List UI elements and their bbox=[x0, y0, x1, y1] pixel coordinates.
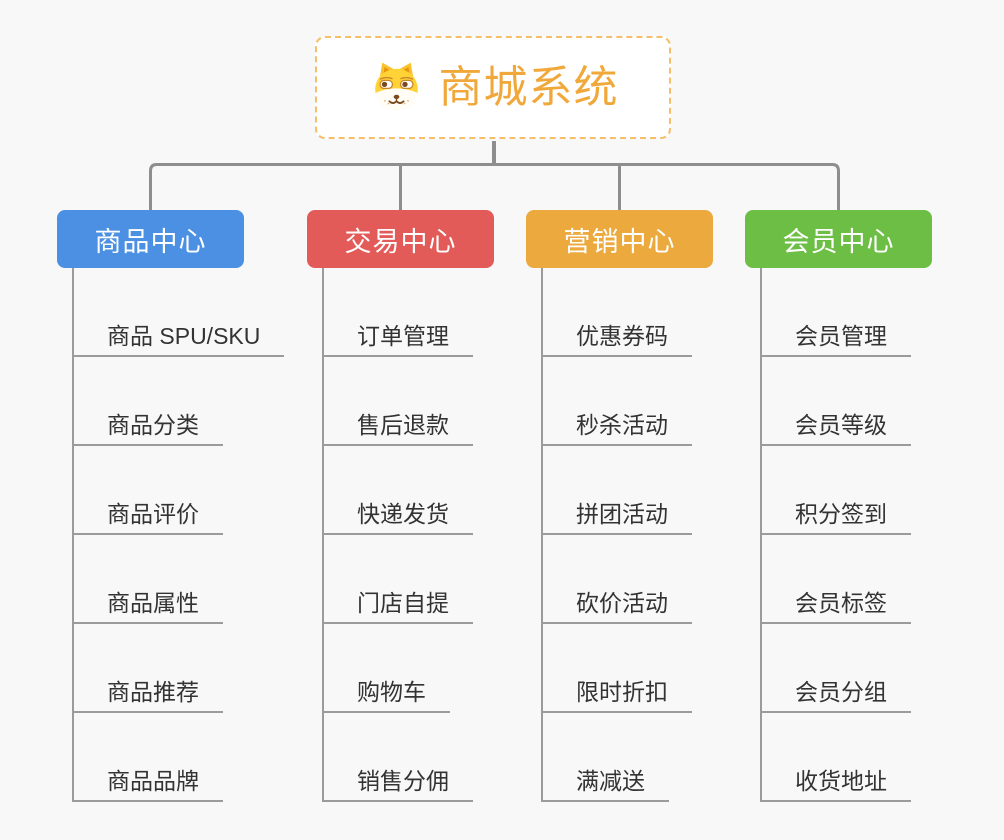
item-slot: 收货地址 bbox=[760, 713, 932, 802]
sub-item-node[interactable]: 会员等级 bbox=[760, 412, 911, 446]
sub-item-node[interactable]: 会员标签 bbox=[760, 590, 911, 624]
item-slot: 销售分佣 bbox=[322, 713, 494, 802]
item-slot: 满减送 bbox=[541, 713, 713, 802]
sub-item-node[interactable]: 商品分类 bbox=[72, 412, 223, 446]
sub-item-node[interactable]: 商品属性 bbox=[72, 590, 223, 624]
item-slot: 商品分类 bbox=[72, 357, 244, 446]
sub-item-node[interactable]: 商品评价 bbox=[72, 501, 223, 535]
sub-item-node[interactable]: 售后退款 bbox=[322, 412, 473, 446]
branch-column: 商品中心商品 SPU/SKU 商品分类商品评价商品属性商品推荐商品品牌 bbox=[57, 210, 285, 802]
item-slot: 会员等级 bbox=[760, 357, 932, 446]
item-slot: 会员标签 bbox=[760, 535, 932, 624]
item-slot: 积分签到 bbox=[760, 446, 932, 535]
item-slot: 会员管理 bbox=[760, 268, 932, 357]
item-slot: 门店自提 bbox=[322, 535, 494, 624]
branch-node[interactable]: 会员中心 bbox=[745, 210, 932, 268]
branch-label: 会员中心 bbox=[782, 226, 895, 257]
branch-label: 商品中心 bbox=[94, 226, 207, 257]
sub-item-node[interactable]: 销售分佣 bbox=[322, 768, 473, 802]
root-node[interactable]: 商城系统 bbox=[315, 36, 671, 139]
item-slot: 售后退款 bbox=[322, 357, 494, 446]
dog-icon bbox=[368, 59, 425, 116]
branch-items: 会员管理会员等级积分签到会员标签会员分组收货地址 bbox=[760, 268, 932, 802]
root-title: 商城系统 bbox=[438, 62, 619, 112]
branch-column: 营销中心优惠券码秒杀活动拼团活动砍价活动限时折扣满减送 bbox=[526, 210, 713, 802]
item-slot: 商品 SPU/SKU bbox=[72, 268, 285, 357]
sub-item-node[interactable]: 秒杀活动 bbox=[541, 412, 692, 446]
item-slot: 订单管理 bbox=[322, 268, 494, 357]
sub-item-node[interactable]: 优惠券码 bbox=[541, 323, 692, 357]
sub-item-node[interactable]: 商品推荐 bbox=[72, 679, 223, 713]
branch-column: 交易中心订单管理售后退款快递发货门店自提购物车销售分佣 bbox=[307, 210, 494, 802]
sub-item-node[interactable]: 满减送 bbox=[541, 768, 669, 802]
item-slot: 秒杀活动 bbox=[541, 357, 713, 446]
branch-items: 商品 SPU/SKU 商品分类商品评价商品属性商品推荐商品品牌 bbox=[72, 268, 285, 802]
branch-label: 交易中心 bbox=[344, 226, 457, 257]
item-slot: 拼团活动 bbox=[541, 446, 713, 535]
sub-item-node[interactable]: 商品品牌 bbox=[72, 768, 223, 802]
sub-item-node[interactable]: 会员分组 bbox=[760, 679, 911, 713]
item-slot: 购物车 bbox=[322, 624, 494, 713]
sub-item-node[interactable]: 砍价活动 bbox=[541, 590, 692, 624]
item-slot: 砍价活动 bbox=[541, 535, 713, 624]
sub-item-node[interactable]: 商品 SPU/SKU bbox=[72, 323, 285, 357]
sub-item-node[interactable]: 门店自提 bbox=[322, 590, 473, 624]
branch-node[interactable]: 商品中心 bbox=[57, 210, 244, 268]
sub-item-node[interactable]: 购物车 bbox=[322, 679, 450, 713]
branch-items: 订单管理售后退款快递发货门店自提购物车销售分佣 bbox=[322, 268, 494, 802]
branch-items: 优惠券码秒杀活动拼团活动砍价活动限时折扣满减送 bbox=[541, 268, 713, 802]
item-slot: 优惠券码 bbox=[541, 268, 713, 357]
sub-item-node[interactable]: 限时折扣 bbox=[541, 679, 692, 713]
branch-node[interactable]: 营销中心 bbox=[526, 210, 713, 268]
sub-item-node[interactable]: 会员管理 bbox=[760, 323, 911, 357]
sub-item-node[interactable]: 订单管理 bbox=[322, 323, 473, 357]
item-slot: 商品推荐 bbox=[72, 624, 244, 713]
sub-item-node[interactable]: 拼团活动 bbox=[541, 501, 692, 535]
branch-label: 营销中心 bbox=[563, 226, 676, 257]
item-slot: 会员分组 bbox=[760, 624, 932, 713]
item-slot: 限时折扣 bbox=[541, 624, 713, 713]
branch-node[interactable]: 交易中心 bbox=[307, 210, 494, 268]
branch-column: 会员中心会员管理会员等级积分签到会员标签会员分组收货地址 bbox=[745, 210, 932, 802]
item-slot: 快递发货 bbox=[322, 446, 494, 535]
item-slot: 商品属性 bbox=[72, 535, 244, 624]
item-slot: 商品品牌 bbox=[72, 713, 244, 802]
sub-item-node[interactable]: 积分签到 bbox=[760, 501, 911, 535]
item-slot: 商品评价 bbox=[72, 446, 244, 535]
sub-item-node[interactable]: 快递发货 bbox=[322, 501, 473, 535]
sub-item-node[interactable]: 收货地址 bbox=[760, 768, 911, 802]
